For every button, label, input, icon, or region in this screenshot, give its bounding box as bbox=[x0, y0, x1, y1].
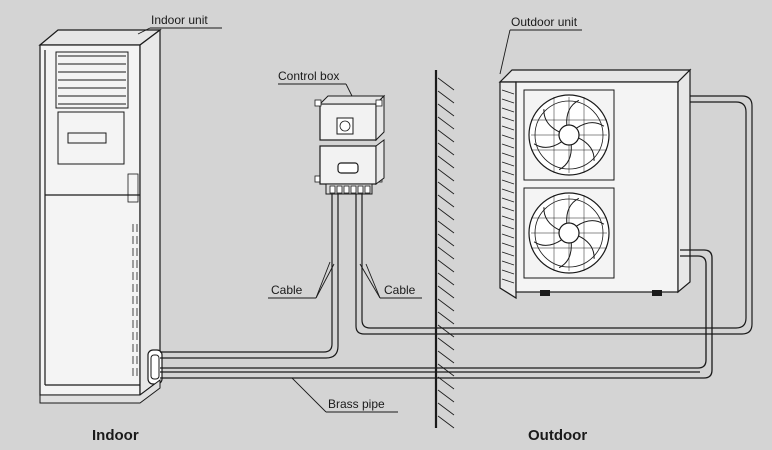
brass-pipe bbox=[160, 249, 713, 379]
outdoor-caption: Outdoor bbox=[528, 427, 587, 444]
leader-lines bbox=[137, 27, 582, 413]
indoor-unit-label: Indoor unit bbox=[151, 13, 208, 27]
wall bbox=[434, 70, 455, 429]
cable-left-label: Cable bbox=[271, 283, 303, 297]
control-box bbox=[314, 94, 386, 195]
cable-run bbox=[160, 95, 753, 359]
brass-pipe-label: Brass pipe bbox=[328, 397, 385, 411]
cable-right-label: Cable bbox=[384, 283, 416, 297]
outdoor-unit bbox=[498, 68, 692, 300]
control-box-label: Control box bbox=[278, 69, 339, 83]
indoor-caption: Indoor bbox=[92, 427, 139, 444]
outdoor-unit-label: Outdoor unit bbox=[511, 15, 578, 29]
indoor-unit bbox=[38, 28, 163, 404]
